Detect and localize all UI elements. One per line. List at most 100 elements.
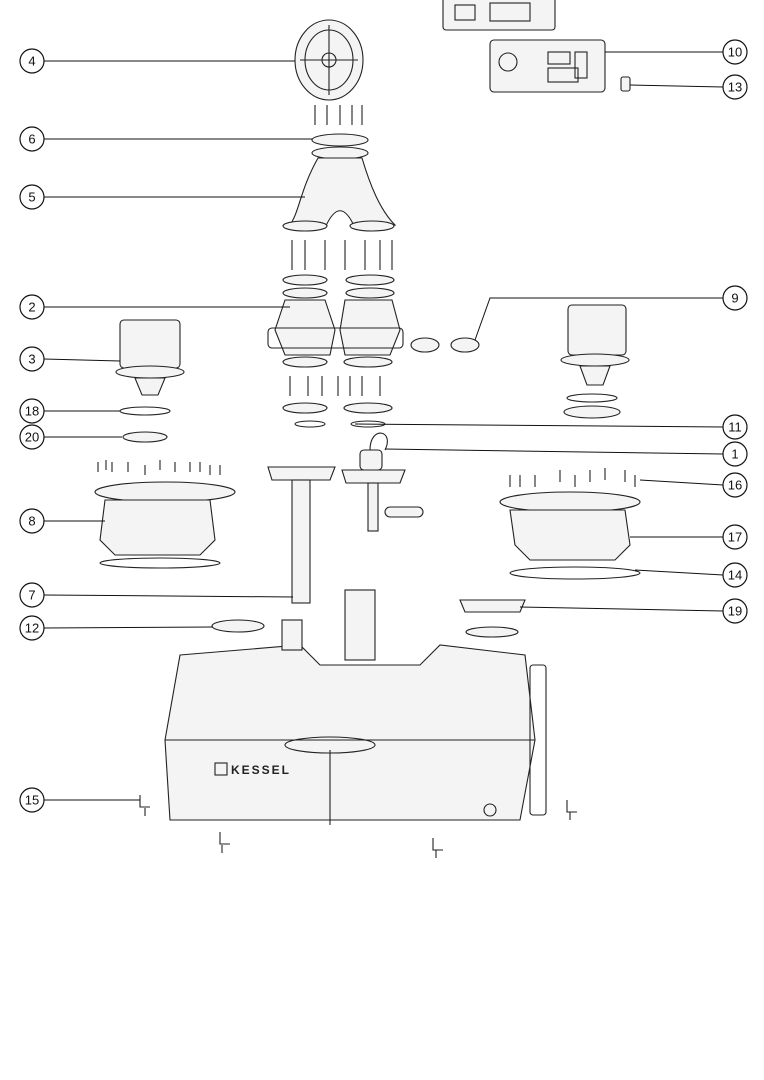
callout-13: 13 [629,74,748,100]
control-circuit-board [442,0,556,31]
callout-circle [19,48,45,74]
callout-circle [19,582,45,608]
pump-housing-17 [499,491,641,561]
leader-line [43,358,121,362]
callout-circle [19,424,45,450]
callout-label: 14 [728,568,742,583]
non-return-valve-2 [267,299,404,356]
callout-circle [722,441,748,467]
callout-circle [722,74,748,100]
battery-13 [620,76,631,92]
leader-line [354,423,724,428]
callout-label: 12 [25,621,39,636]
callout-label: 9 [731,291,738,306]
handwheel-4 [294,19,364,101]
callout-2: 2 [19,294,290,320]
callout-circle [19,126,45,152]
screws-left [97,460,221,475]
callout-circle [19,615,45,641]
callout-6: 6 [19,126,312,152]
kessel-logo: KESSEL [231,763,291,777]
bolts-lower [289,376,381,396]
callout-circle [19,346,45,372]
callout-9: 9 [474,285,748,341]
control-unit-10 [489,39,606,93]
callout-label: 1 [731,447,738,462]
callout-11: 11 [354,414,748,440]
callout-label: 16 [728,478,742,493]
cover-19 [459,599,526,613]
leader-line [519,606,724,612]
leader-line [384,448,724,455]
callout-circle [722,472,748,498]
callout-19: 19 [519,598,748,624]
callout-10: 10 [605,39,748,65]
union-nuts-9 [410,337,480,353]
callout-3: 3 [19,346,121,372]
callout-17: 17 [630,524,748,550]
y-pipe-5 [282,157,397,232]
disc-20 [122,431,168,443]
callout-1: 1 [384,441,748,467]
mounting-brackets-15 [139,795,577,858]
callout-label: 13 [728,80,742,95]
level-sensor-7 [267,466,336,604]
parts-drawing: KESSEL [94,0,641,858]
bolts-middle [291,240,393,270]
callout-circle [19,184,45,210]
pump-housing-8 [94,481,236,569]
pump-motor-3 [115,319,185,396]
leader-line [629,84,724,88]
callout-15: 15 [19,787,140,813]
callout-8: 8 [19,508,105,534]
callout-label: 6 [28,132,35,147]
callout-5: 5 [19,184,305,210]
callout-label: 11 [728,420,742,435]
leader-line [474,297,723,341]
callout-16: 16 [639,472,748,498]
callout-label: 10 [728,45,742,60]
callout-circle [722,285,748,311]
callout-circle [722,414,748,440]
callout-label: 8 [28,514,35,529]
callout-20: 20 [19,424,122,450]
callout-circle [19,294,45,320]
callout-circle [19,508,45,534]
callout-circle [722,39,748,65]
callout-label: 20 [25,430,39,445]
leader-line [43,594,294,598]
bolts-top [314,105,363,125]
callout-label: 3 [28,352,35,367]
callout-label: 18 [25,404,39,419]
callout-label: 19 [728,604,742,619]
callout-label: 4 [28,54,35,69]
callout-12: 12 [19,615,214,641]
screws-16 [509,468,636,487]
pump-motor-right [560,304,630,419]
callout-circle [722,562,748,588]
callout-circle [722,524,748,550]
callout-label: 17 [728,530,742,545]
callout-circle [19,398,45,424]
leader-line [634,569,724,576]
callout-7: 7 [19,582,294,608]
callout-18: 18 [19,398,120,424]
gasket-6 [311,133,369,147]
callout-4: 4 [19,48,295,74]
callout-circle [722,598,748,624]
seal-ring-18 [119,406,171,416]
callout-label: 15 [25,793,39,808]
seal-ring-14 [509,566,641,580]
callout-14: 14 [634,562,748,588]
callout-circle [19,787,45,813]
callout-label: 5 [28,190,35,205]
leader-line [43,626,214,629]
gasket-12 [211,619,265,633]
collecting-tank: KESSEL [164,589,547,825]
leader-line [639,479,724,486]
callout-label: 7 [28,588,35,603]
callout-label: 2 [28,300,35,315]
